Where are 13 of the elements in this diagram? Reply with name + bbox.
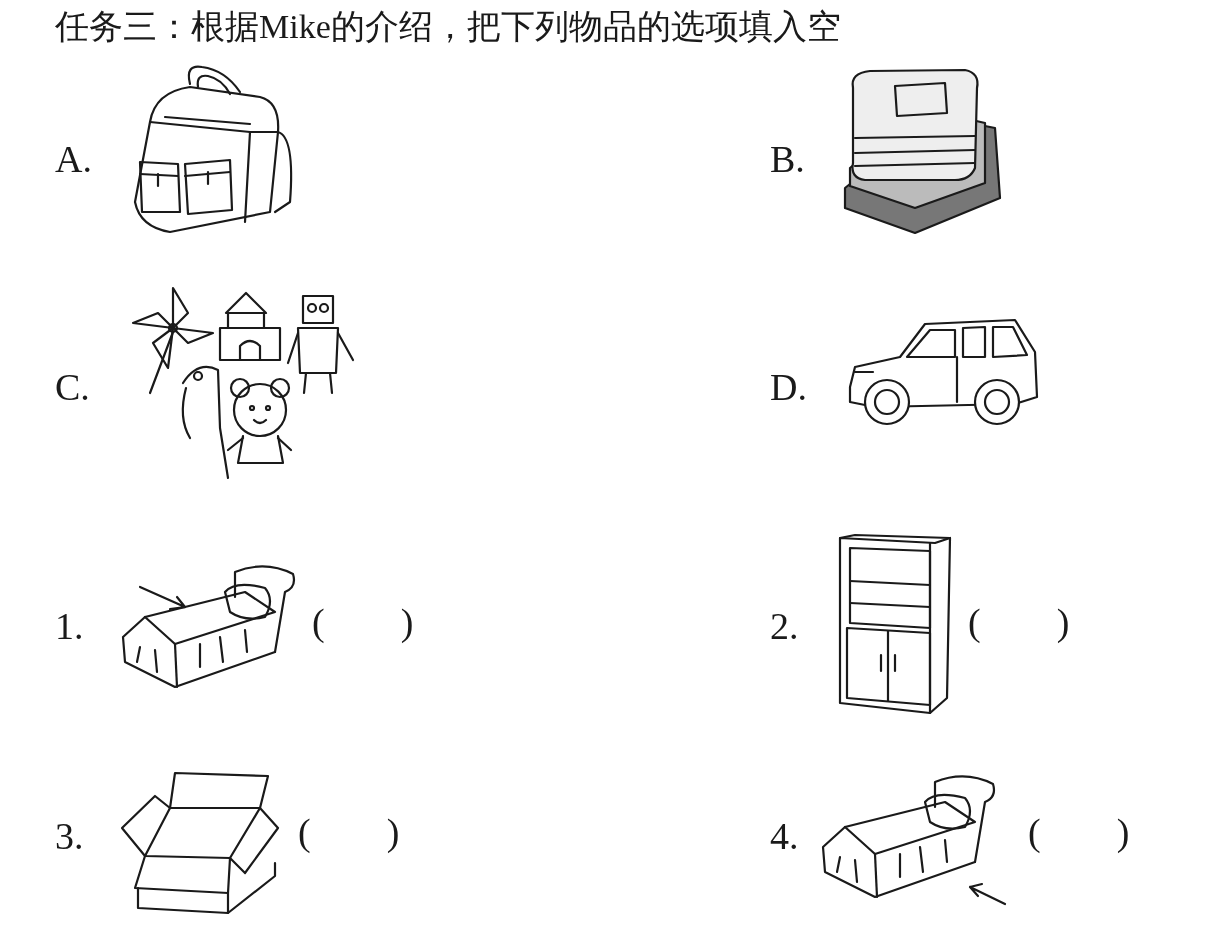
item-number: 4. [770,817,799,855]
option-letter: B. [770,140,805,178]
option-letter: C. [55,368,90,406]
task-heading: 任务三：根据Mike的介绍，把下列物品的选项填入空 [55,7,841,47]
option-letter: D. [770,368,807,406]
option-letter: A. [55,140,92,178]
item-number: 2. [770,607,799,645]
answer-bracket: ( ) [312,603,414,641]
answer-bracket: ( ) [1028,813,1130,851]
item-number: 3. [55,817,84,855]
answer-bracket: ( ) [298,813,400,851]
answer-bracket: ( ) [968,603,1070,641]
item-number: 1. [55,607,84,645]
